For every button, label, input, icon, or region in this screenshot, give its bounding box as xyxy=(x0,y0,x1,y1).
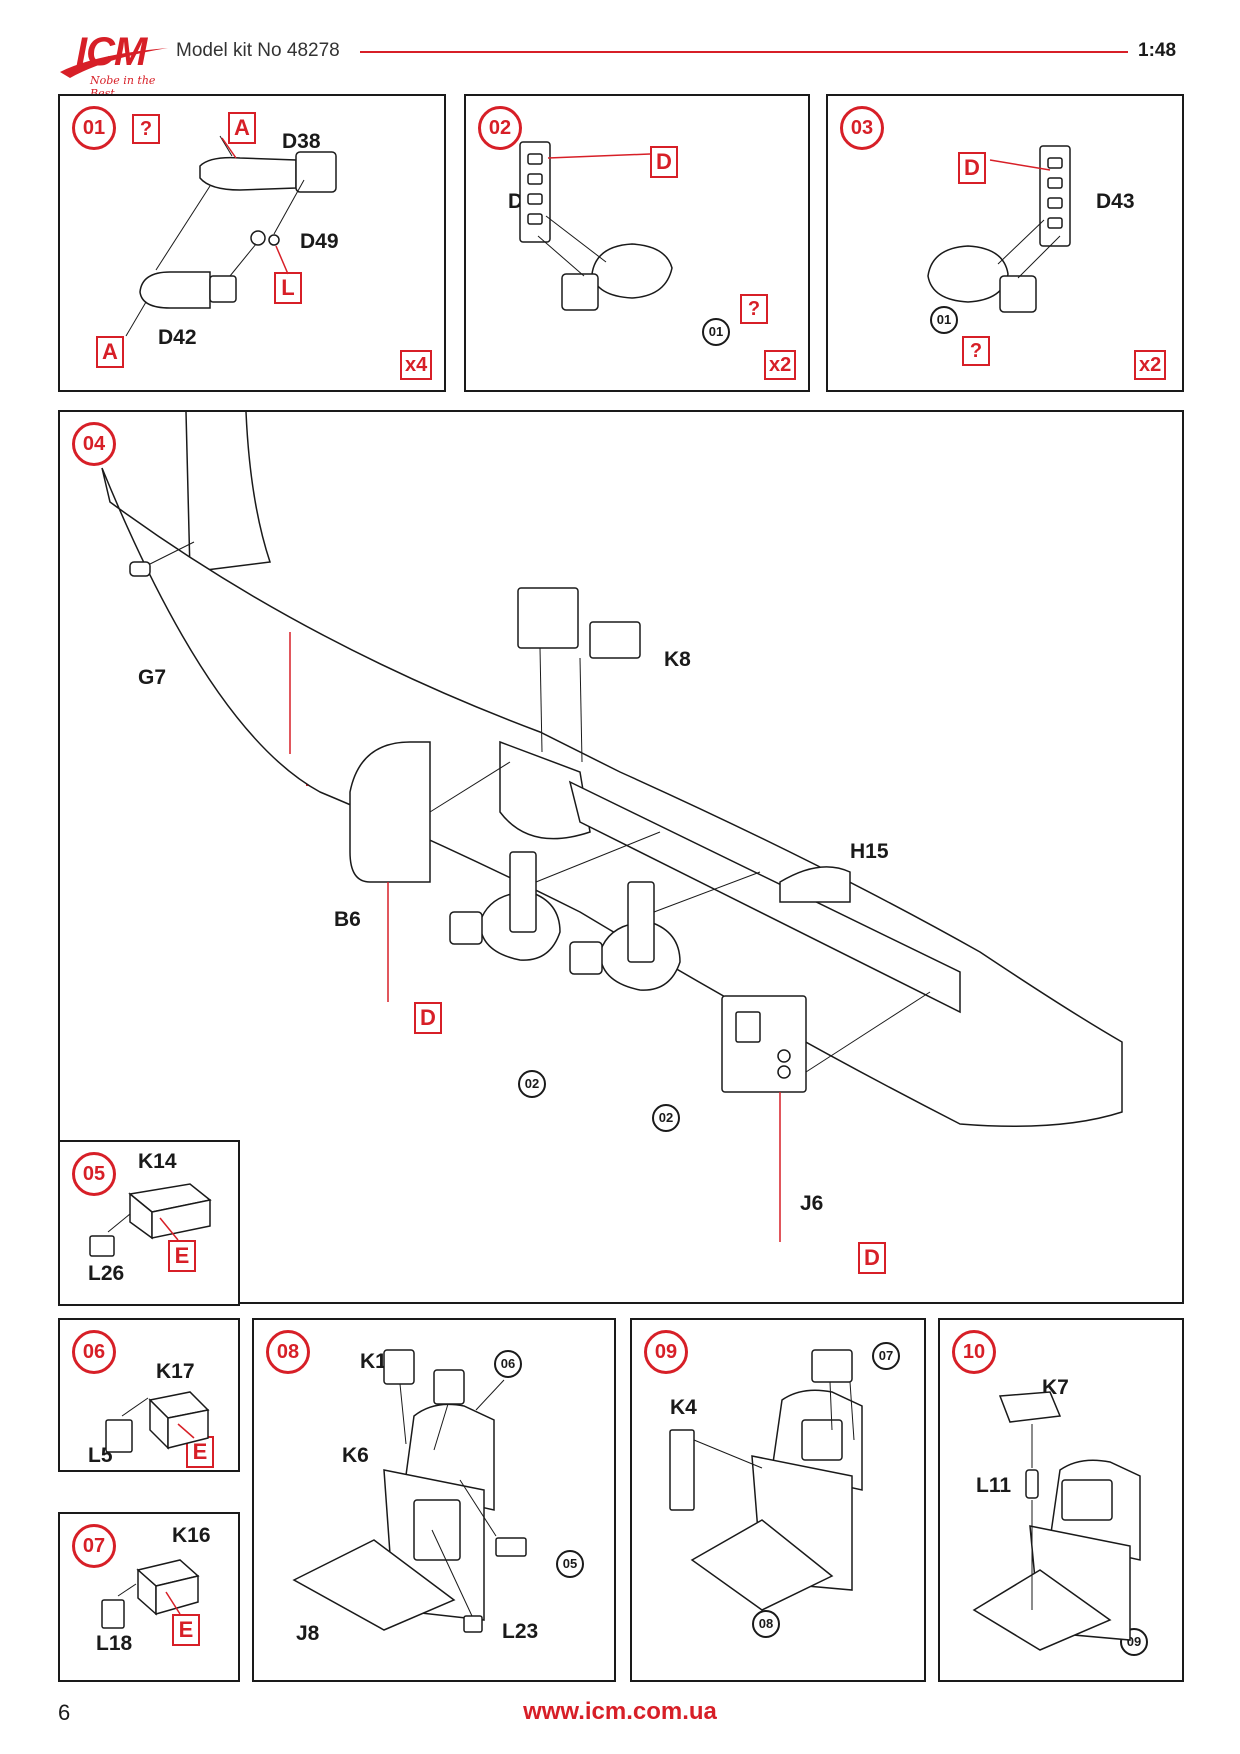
part-label: K4 xyxy=(670,1396,697,1419)
part-label: L11 xyxy=(976,1474,1012,1497)
seat-part-drawing xyxy=(101,1559,200,1629)
step-number: 06 xyxy=(72,1330,116,1374)
paint-code-marker: ? xyxy=(962,336,990,366)
part-label: G7 xyxy=(138,666,167,689)
icm-logo: ICM Nobe in the Best xyxy=(56,28,176,100)
step-number: 02 xyxy=(478,106,522,150)
step-08-panel: 08 K15 06 K6 05 J8 L23 xyxy=(252,1318,616,1682)
step-09-panel: 09 07 K4 08 xyxy=(630,1318,926,1682)
step-number: 07 xyxy=(72,1524,116,1568)
part-label: D42 xyxy=(158,326,197,349)
quantity-marker: x2 xyxy=(764,350,797,380)
bomb-assembly-drawing xyxy=(125,135,337,337)
step-03-panel: 03 D D43 01 ? x2 xyxy=(826,94,1184,392)
part-label: J8 xyxy=(296,1622,320,1645)
website-link[interactable]: www.icm.com.ua xyxy=(523,1698,717,1725)
part-label: K17 xyxy=(156,1360,195,1383)
part-label: K14 xyxy=(138,1150,177,1173)
quantity-marker: x2 xyxy=(1134,350,1167,380)
bomb-rack-drawing xyxy=(927,145,1071,313)
paint-marker: A xyxy=(96,336,124,368)
step-01-panel: 01 ? A D38 D49 L D42 A x4 xyxy=(58,94,446,392)
part-label: L18 xyxy=(96,1632,133,1655)
quantity-marker: x4 xyxy=(400,350,433,380)
seat-part-drawing xyxy=(105,1391,210,1453)
step-04-panel: 04 G7 D K8 H15 B6 D 02 02 J6 D xyxy=(58,410,1184,1304)
fuselage-half-drawing xyxy=(101,411,1123,1242)
seat-part-drawing xyxy=(89,1183,212,1257)
part-label: L23 xyxy=(502,1620,539,1643)
part-label: D43 xyxy=(1096,190,1135,213)
part-label: J6 xyxy=(800,1192,824,1215)
step-number: 08 xyxy=(266,1330,310,1374)
step-number: 03 xyxy=(840,106,884,150)
bomb-rack-drawing xyxy=(519,141,673,311)
subassembly-ref: 08 xyxy=(752,1610,780,1638)
subassembly-ref: 01 xyxy=(930,306,958,334)
subassembly-ref: 02 xyxy=(652,1104,680,1132)
subassembly-ref: 07 xyxy=(872,1342,900,1370)
scale-label: 1:48 xyxy=(1138,40,1177,61)
step-number: 04 xyxy=(72,422,116,466)
part-label: K8 xyxy=(664,648,691,671)
part-label: D38 xyxy=(282,130,321,153)
step-06-panel: 06 K17 E L5 xyxy=(58,1318,240,1472)
seat-assembly-drawing xyxy=(292,1349,527,1633)
step-07-panel: 07 K16 E L18 xyxy=(58,1512,240,1682)
part-label: H15 xyxy=(850,840,889,863)
paint-marker: A xyxy=(228,112,256,144)
step-number: 09 xyxy=(644,1330,688,1374)
paint-marker: D xyxy=(958,152,986,184)
step-02-panel: 02 D D39 ? 01 x2 xyxy=(464,94,810,392)
part-label: K16 xyxy=(172,1524,211,1547)
part-label: D49 xyxy=(300,230,339,253)
seat-assembly-drawing xyxy=(669,1349,863,1611)
part-label: K6 xyxy=(342,1444,369,1467)
paint-code-marker: ? xyxy=(740,294,768,324)
logo-wordmark: ICM xyxy=(76,30,147,74)
seat-assembly-drawing xyxy=(972,1391,1141,1651)
paint-code-marker: ? xyxy=(132,114,160,144)
page-title: Model kit No 48278 xyxy=(176,40,340,61)
step-05-panel: 05 K14 E L26 xyxy=(58,1140,240,1306)
subassembly-ref: 01 xyxy=(702,318,730,346)
paint-marker: E xyxy=(172,1614,200,1646)
paint-marker: D xyxy=(650,146,678,178)
paint-marker: E xyxy=(168,1240,196,1272)
subassembly-ref: 05 xyxy=(556,1550,584,1578)
page-number: 6 xyxy=(58,1700,71,1725)
step-10-panel: 10 K7 L11 09 xyxy=(938,1318,1184,1682)
step-number: 10 xyxy=(952,1330,996,1374)
logo-swoosh-icon xyxy=(60,48,168,78)
subassembly-ref: 02 xyxy=(518,1070,546,1098)
paint-marker: D xyxy=(858,1242,886,1274)
part-label: B6 xyxy=(334,908,361,931)
header-rule xyxy=(360,51,1128,53)
subassembly-ref: 06 xyxy=(494,1350,522,1378)
step-number: 05 xyxy=(72,1152,116,1196)
step-number: 01 xyxy=(72,106,116,150)
part-label: L26 xyxy=(88,1262,125,1285)
paint-marker: D xyxy=(414,1002,442,1034)
